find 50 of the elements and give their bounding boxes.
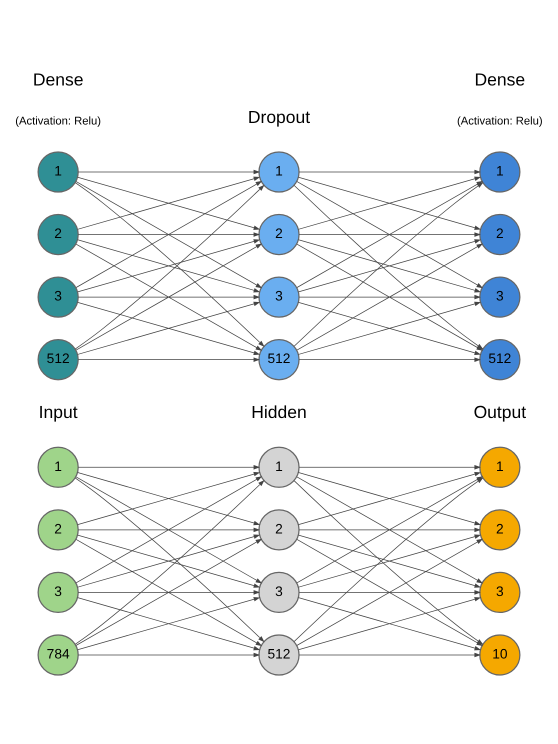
label: Hidden xyxy=(251,402,307,422)
node-circle: 3 xyxy=(479,276,520,318)
node-circle: 2 xyxy=(38,508,79,550)
arrow xyxy=(298,464,481,470)
node-circle: 512 xyxy=(38,338,79,380)
node-circle: 3 xyxy=(258,571,300,613)
label: Dropout xyxy=(248,106,310,126)
node-circle: 1 xyxy=(479,446,520,488)
node-circle: 2 xyxy=(258,213,300,255)
arrow xyxy=(77,238,260,292)
label: Output xyxy=(474,402,526,422)
arrow xyxy=(298,238,482,292)
arrow xyxy=(298,652,481,657)
node-circle: 1 xyxy=(479,150,520,192)
node-circle: 3 xyxy=(38,571,79,613)
label: Dense xyxy=(32,68,84,89)
arrow xyxy=(298,169,481,174)
arrow xyxy=(298,232,481,236)
node-circle: 1 xyxy=(38,446,79,488)
arrow xyxy=(78,652,260,657)
node-circle: 2 xyxy=(38,213,79,255)
node-circle: 3 xyxy=(258,276,300,318)
arrow xyxy=(78,294,260,299)
arrow xyxy=(298,590,481,594)
arrow xyxy=(78,590,260,594)
label: (Activation: Relu) xyxy=(15,115,101,128)
arrow xyxy=(78,232,260,236)
node-circle: 3 xyxy=(38,276,79,318)
arrow xyxy=(298,527,481,532)
arrow xyxy=(298,294,481,299)
node-circle: 10 xyxy=(479,634,520,676)
node-circle: 512 xyxy=(479,338,520,380)
node-circle: 2 xyxy=(479,508,520,550)
arrow xyxy=(77,176,260,230)
arrow xyxy=(78,169,260,174)
node-circle: 2 xyxy=(258,508,300,550)
node-circle: 3 xyxy=(479,571,520,613)
arrow xyxy=(298,176,482,230)
arrow xyxy=(78,527,260,532)
node-circle: 2 xyxy=(479,213,520,255)
label: Input xyxy=(38,402,78,422)
node-circle: 1 xyxy=(38,150,79,192)
arrow xyxy=(78,464,260,470)
arrow xyxy=(77,596,260,650)
arrow xyxy=(298,356,481,362)
label: Dense xyxy=(474,68,526,89)
arrow xyxy=(78,356,260,362)
arrow xyxy=(298,596,482,650)
label: (Activation: Relu) xyxy=(457,115,543,128)
node-circle: 784 xyxy=(38,634,79,676)
